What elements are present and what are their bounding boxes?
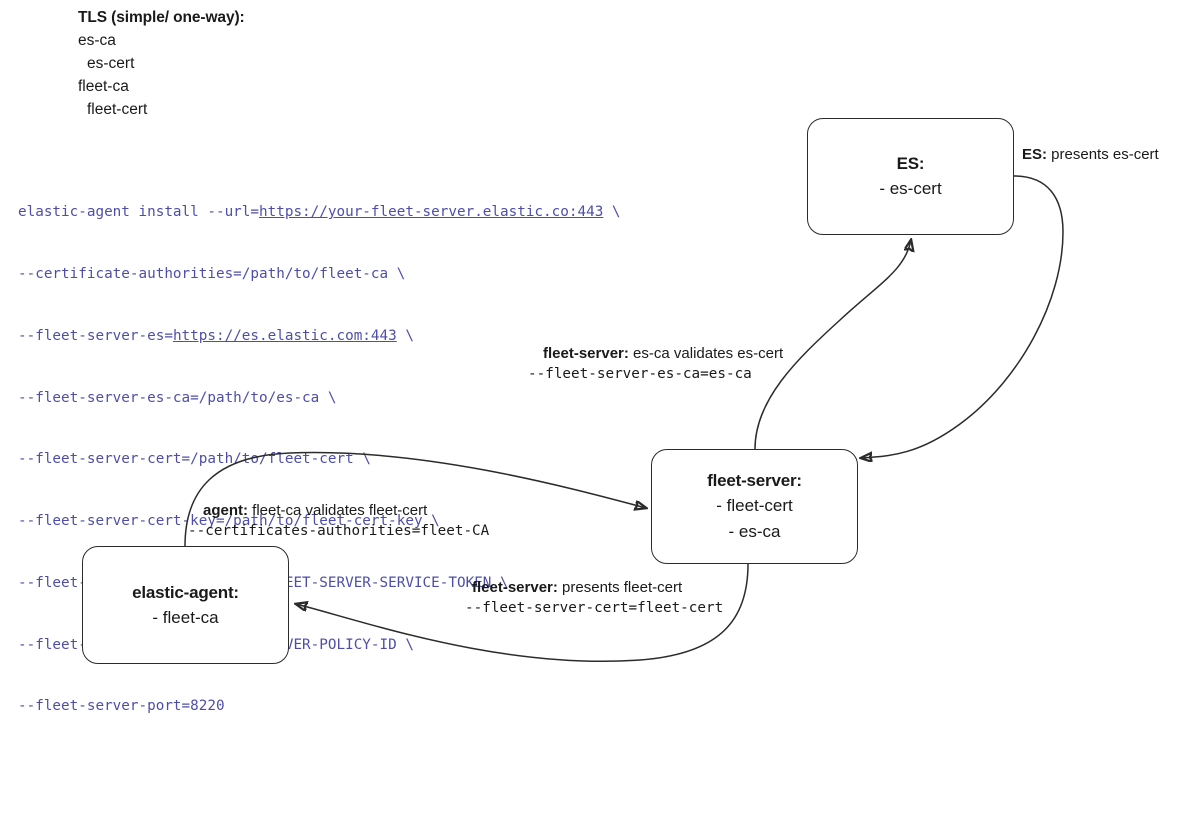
edge-label-agent-validates-fleet-actor: agent: [203, 502, 248, 519]
edge-label-fleet-validates-es-flag: --fleet-server-es-ca=es-ca [528, 366, 752, 382]
tls-legend-item-es-cert: es-cert [87, 55, 135, 72]
edge-label-es-presents-row: ES: presents es-cert [1022, 144, 1159, 165]
command-line-9: --fleet-server-port=8220 [18, 698, 225, 715]
edge-label-es-presents-actor: ES: [1022, 146, 1048, 163]
edge-label-fleet-validates-es-text: es-ca validates es-cert [628, 345, 784, 362]
elasticsearch-url-link[interactable]: https://es.elastic.com:443 [172, 327, 397, 344]
tls-legend-item-fleet-cert: fleet-cert [87, 101, 148, 118]
command-line-3: --fleet-server-es=https://es.elastic.com… [18, 326, 621, 347]
edge-label-fleet-presents-cert-actor: fleet-server: [472, 579, 558, 596]
edge-label-agent-validates-fleet-flag: --certificates-authorities=fleet-CA [188, 523, 490, 539]
command-line-1: elastic-agent install --url=https://your… [18, 202, 621, 223]
fleet-server-url-link[interactable]: https://your-fleet-server.elastic.co:443 [259, 204, 604, 221]
node-elastic-agent-line-1: - fleet-ca [152, 607, 219, 627]
node-elasticsearch-title: ES: [896, 154, 925, 173]
edge-label-fleet-presents-cert: fleet-server: presents fleet-cert --flee… [465, 577, 723, 619]
edge-label-agent-validates-fleet-row: agent: fleet-ca validates fleet-cert [203, 500, 489, 521]
edge-label-es-presents-text: presents es-cert [1047, 146, 1159, 163]
node-elastic-agent[interactable]: elastic-agent: - fleet-ca [82, 546, 289, 664]
command-line-4: --fleet-server-es-ca=/path/to/es-ca \ [18, 389, 337, 406]
edge-label-fleet-presents-cert-text: presents fleet-cert [557, 579, 683, 596]
edge-label-agent-validates-fleet-text: fleet-ca validates fleet-cert [248, 502, 428, 519]
edge-label-fleet-validates-es-actor: fleet-server: [543, 345, 629, 362]
command-line-3-prefix: --fleet-server-es= [18, 327, 173, 344]
command-line-1-prefix: elastic-agent install --url= [18, 204, 260, 221]
node-elastic-agent-title: elastic-agent: [132, 582, 239, 602]
edge-label-es-presents: ES: presents es-cert [1022, 144, 1159, 165]
edge-label-fleet-presents-cert-flag: --fleet-server-cert=fleet-cert [465, 600, 724, 616]
node-fleet-server[interactable]: fleet-server: - fleet-cert - es-ca [651, 449, 858, 564]
edge-label-agent-validates-fleet: agent: fleet-ca validates fleet-cert --c… [188, 500, 489, 542]
edge-label-fleet-validates-es: fleet-server: es-ca validates es-cert --… [528, 343, 783, 385]
tls-legend-item-es-ca: es-ca [78, 32, 116, 49]
command-line-1-suffix: \ [603, 204, 621, 221]
edge-label-fleet-presents-cert-row: fleet-server: presents fleet-cert [472, 577, 723, 598]
node-elasticsearch[interactable]: ES: - es-cert [807, 118, 1014, 235]
node-elasticsearch-line-1: - es-cert [879, 179, 942, 198]
command-line-5: --fleet-server-cert=/path/to/fleet-cert … [18, 451, 371, 468]
node-fleet-server-line-2: - es-ca [728, 522, 781, 541]
command-line-3-suffix: \ [396, 327, 414, 344]
edge-label-fleet-validates-es-row: fleet-server: es-ca validates es-cert [543, 343, 783, 364]
node-fleet-server-line-1: - fleet-cert [716, 496, 793, 515]
node-fleet-server-title: fleet-server: [707, 471, 802, 490]
tls-legend-item-fleet-ca: fleet-ca [78, 78, 129, 95]
command-line-2: --certificate-authorities=/path/to/fleet… [18, 265, 406, 282]
tls-legend-title: TLS (simple/ one-way): [78, 9, 245, 26]
tls-legend: TLS (simple/ one-way): es-ca es-cert fle… [78, 6, 245, 121]
